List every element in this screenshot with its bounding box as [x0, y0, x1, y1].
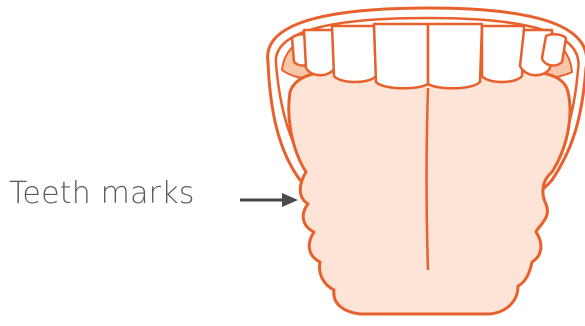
arrow-right-icon — [240, 193, 298, 207]
teeth-marks-label: Teeth marks — [9, 176, 195, 211]
tooth-6 — [482, 26, 524, 82]
tooth-8 — [542, 34, 566, 65]
tooth-5 — [428, 24, 482, 88]
tongue-body — [289, 72, 570, 314]
tooth-4 — [374, 24, 428, 88]
tooth-3 — [332, 26, 376, 82]
